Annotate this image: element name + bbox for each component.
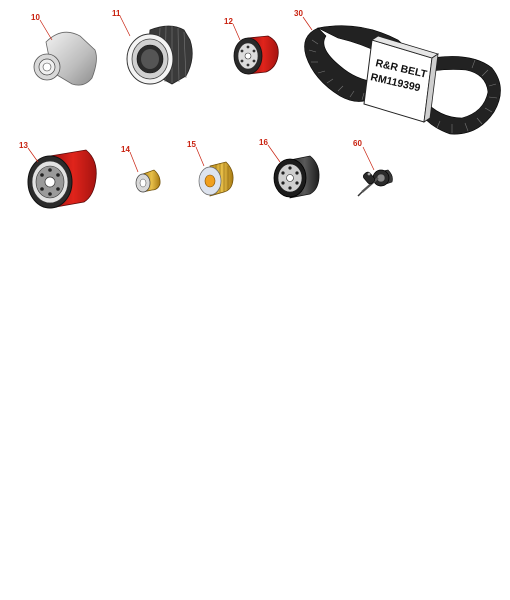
fuel-filter-small-icon (135, 169, 161, 193)
drive-belt-icon (304, 25, 501, 135)
ignition-key-switch-icon (357, 169, 393, 197)
callout-11: 11 (112, 9, 121, 18)
part-12: 12 (224, 17, 279, 75)
air-filter-inner-element-icon (126, 25, 193, 85)
callout-16: 16 (259, 138, 268, 147)
part-16: 16 (259, 138, 320, 199)
fuel-filter-element-icon (198, 161, 234, 197)
air-filter-outer-cone-icon (33, 31, 97, 86)
callout-30: 30 (294, 9, 303, 18)
part-30: R&R BELT RM119399 30 (294, 9, 501, 135)
callout-15: 15 (187, 140, 196, 149)
hydraulic-filter-black-icon (273, 155, 320, 199)
part-13: 13 (19, 141, 97, 209)
part-14: 14 (121, 145, 161, 193)
part-10: 10 (31, 13, 97, 86)
part-15: 15 (187, 140, 234, 197)
oil-filter-red-large-icon (27, 149, 97, 209)
callout-12: 12 (224, 17, 233, 26)
callout-10: 10 (31, 13, 40, 22)
callout-60: 60 (353, 139, 362, 148)
part-60: 60 (353, 139, 393, 197)
callout-13: 13 (19, 141, 28, 150)
oil-filter-red-small-icon (233, 35, 279, 75)
callout-14: 14 (121, 145, 130, 154)
part-11: 11 (112, 9, 193, 85)
